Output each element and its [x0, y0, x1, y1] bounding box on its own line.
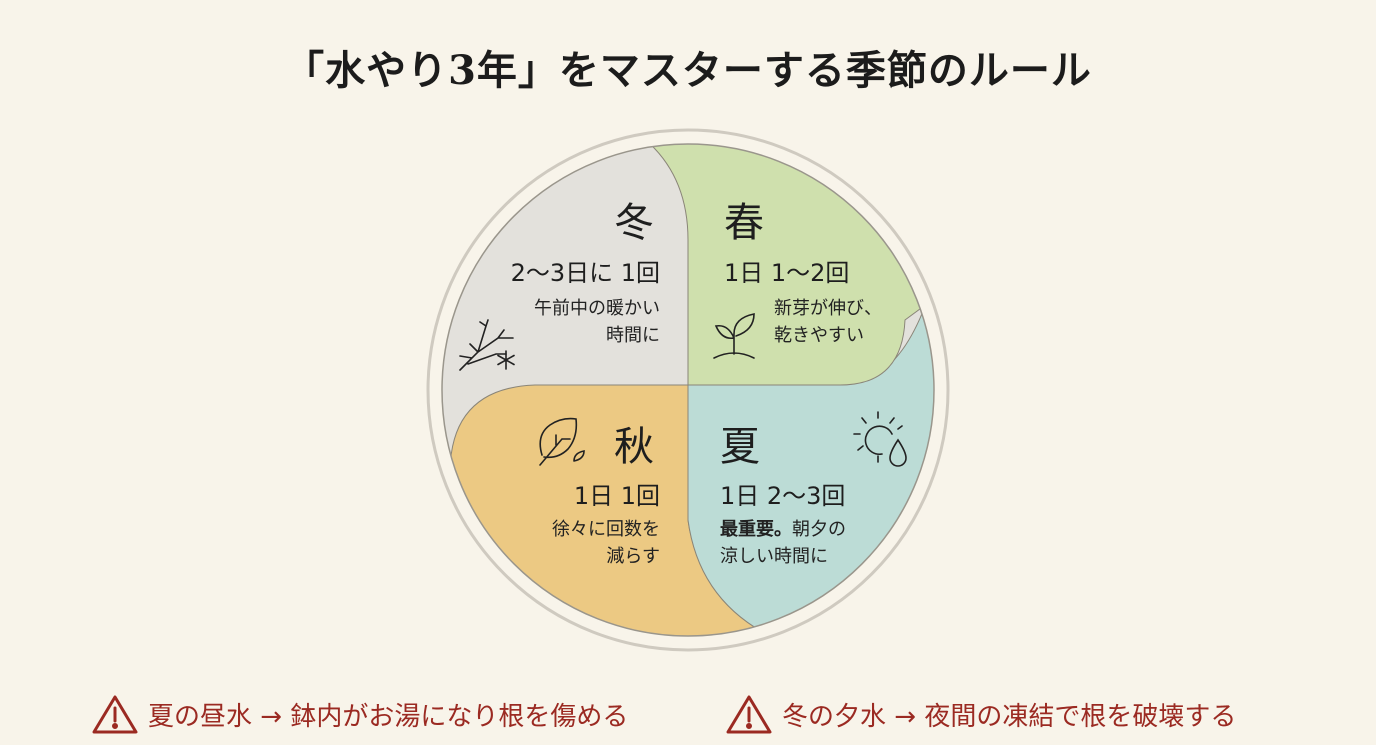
winter-frequency: 2〜3日に 1回: [510, 259, 660, 287]
autumn-label: 秋: [614, 424, 654, 470]
summer-note-2: 涼しい時間に: [720, 546, 828, 567]
warning-winter: 冬の夕水 → 夜間の凍結で根を破壊する: [726, 694, 1236, 734]
spring-label: 春: [724, 200, 764, 246]
page-title: 「水やり3年」をマスターする季節のルール: [284, 47, 1092, 94]
sun-raindrop-icon: [853, 411, 907, 467]
spring-note-1: 新芽が伸び、: [774, 298, 882, 319]
summer-frequency: 1日 2〜3回: [720, 482, 846, 510]
winter-note-2: 時間に: [606, 325, 660, 346]
winter-note-1: 午前中の暖かい: [534, 298, 660, 319]
summer-label: 夏: [720, 424, 760, 470]
autumn-note-1: 徐々に回数を: [552, 519, 660, 540]
leaf-icon: [539, 417, 585, 466]
warning-summer: 夏の昼水 → 鉢内がお湯になり根を傷める: [92, 694, 628, 734]
outer-ring: [426, 128, 950, 652]
warning-text: 冬の夕水 → 夜間の凍結で根を破壊する: [782, 701, 1237, 732]
autumn-frequency: 1日 1回: [573, 482, 660, 510]
warning-triangle-icon: [92, 695, 138, 734]
summer-note-1: 最重要。朝夕の: [720, 516, 846, 543]
bare-branch-snowflake-icon: [459, 319, 515, 371]
spring-frequency: 1日 1〜2回: [724, 259, 850, 287]
winter-label: 冬: [614, 200, 654, 246]
sprout-icon: [713, 313, 755, 359]
warning-text: 夏の昼水 → 鉢内がお湯になり根を傷める: [148, 701, 629, 732]
summer-note-rest: 朝夕の: [792, 519, 846, 540]
summer-note-emphasis: 最重要。: [720, 519, 792, 540]
autumn-note-2: 減らす: [606, 546, 660, 567]
spring-note-2: 乾きやすい: [774, 325, 864, 346]
warning-triangle-icon: [726, 695, 772, 734]
